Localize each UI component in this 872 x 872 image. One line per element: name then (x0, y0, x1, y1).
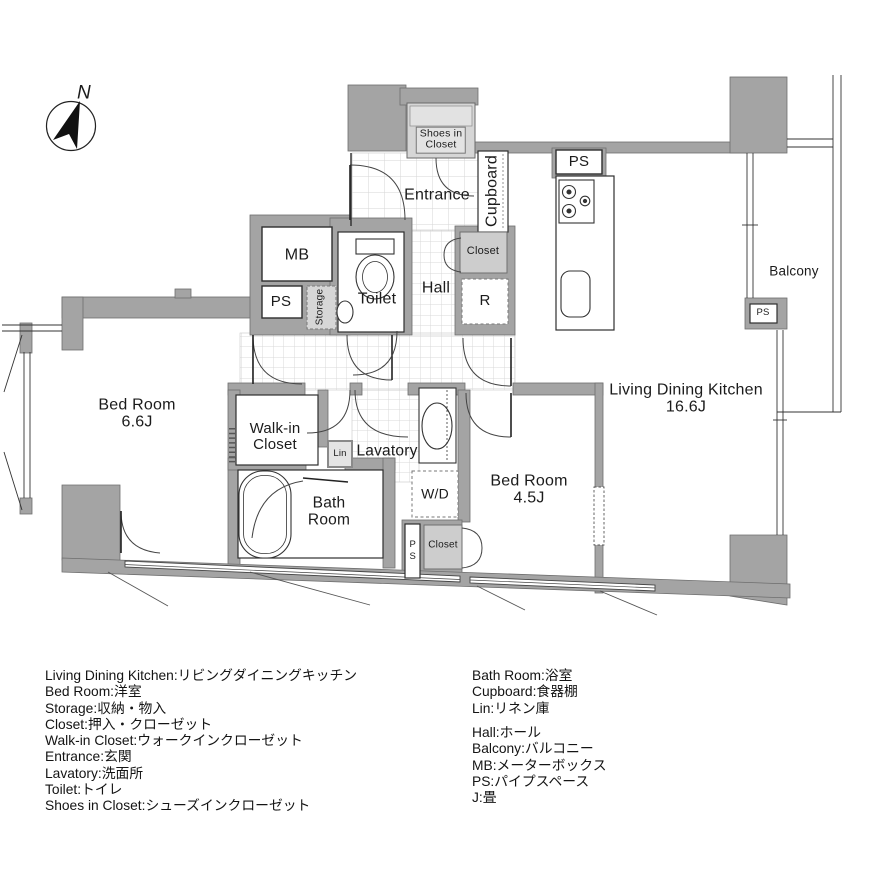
windows (2, 75, 842, 535)
legend-item: Walk-in Closet:ウォークインクローゼット (45, 733, 303, 749)
ps-balcony-label: PS (756, 306, 770, 318)
shoes-in-closet-label: Shoes in Closet (415, 126, 467, 154)
lavatory-label: Lavatory (356, 442, 418, 460)
bedroom-main-label: Bed Room 6.6J (98, 396, 176, 431)
legend-item: Lin:リネン庫 (472, 700, 550, 716)
legend-item: Toilet:トイレ (45, 782, 123, 798)
storage-label: Storage (314, 288, 326, 326)
cupboard-label: Cupboard (483, 155, 501, 227)
bath-room-label: Bath Room (307, 494, 351, 528)
mb-label: MB (284, 246, 310, 264)
legend-right-bottom: Hall:ホール Balcony:バルコニー MB:メーターボックス PS:パイ… (472, 725, 607, 806)
legend-item: MB:メーターボックス (472, 757, 607, 773)
legend-item: Bath Room:浴室 (472, 668, 573, 683)
south-windows (107, 560, 658, 616)
entrance-label: Entrance (404, 186, 470, 204)
closet-bedroom-label: Closet (428, 539, 458, 551)
refrigerator-label: R (479, 291, 491, 309)
ps-pipe-label: PS (407, 539, 419, 563)
ps-kitchen-label: PS (568, 152, 590, 170)
legend-item: Storage:収納・物入 (45, 700, 167, 716)
compass-icon (45, 100, 97, 152)
ldk-label: Living Dining Kitchen 16.6J (609, 381, 763, 416)
legend-left-column: Living Dining Kitchen:リビングダイニングキッチン Bed … (45, 668, 357, 815)
north-label: N (77, 82, 91, 104)
doors (120, 153, 512, 569)
legend-right-top: Bath Room:浴室 Cupboard:食器棚 Lin:リネン庫 (472, 668, 578, 717)
legend-item: Living Dining Kitchen:リビングダイニングキッチン (45, 668, 358, 683)
linen-label: Lin (333, 447, 347, 459)
bedroom-second-label: Bed Room 4.5J (490, 472, 568, 507)
legend-item: Shoes in Closet:シューズインクローゼット (45, 798, 311, 814)
balcony-label: Balcony (769, 263, 819, 279)
legend-item: Lavatory:洗面所 (45, 765, 144, 781)
closet-hall-label: Closet (466, 245, 500, 258)
legend-item: Bed Room:洋室 (45, 684, 142, 700)
legend-item: Cupboard:食器棚 (472, 684, 578, 700)
legend-item: J:畳 (472, 790, 497, 806)
ps-meter-label: PS (270, 292, 292, 310)
legend-item: Entrance:玄関 (45, 749, 132, 765)
fixtures (238, 179, 595, 559)
walk-in-closet-label: Walk-in Closet (249, 419, 301, 453)
legend-item: Balcony:バルコニー (472, 741, 594, 757)
washer-dryer-label: W/D (421, 485, 449, 502)
hall-label: Hall (421, 279, 451, 297)
legend-item: Hall:ホール (472, 725, 541, 740)
legend-item: PS:パイプスペース (472, 773, 590, 789)
legend-item: Closet:押入・クローゼット (45, 716, 213, 732)
toilet-label: Toilet (357, 290, 397, 308)
